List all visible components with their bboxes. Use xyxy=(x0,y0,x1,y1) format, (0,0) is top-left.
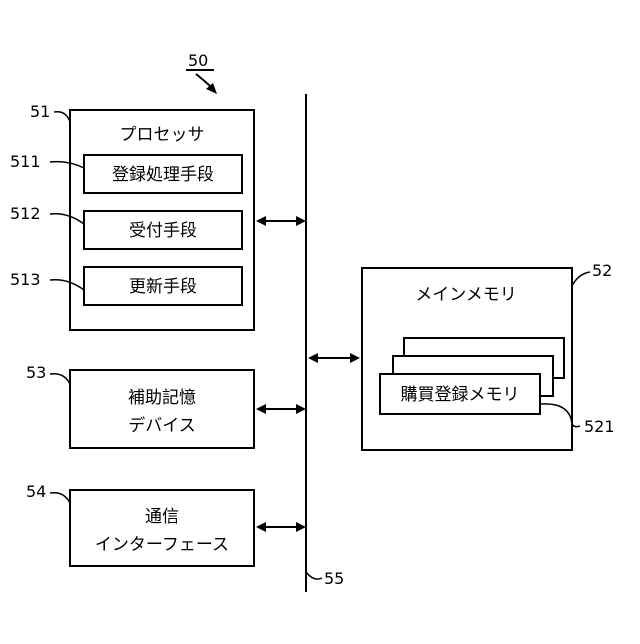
purchase-memory-ref: 521 xyxy=(584,417,615,436)
update-unit-ref: 513 xyxy=(10,270,41,289)
comm-interface-leader xyxy=(50,493,70,503)
main-memory-title: メインメモリ xyxy=(415,285,517,305)
processor-ref-leader xyxy=(54,112,70,122)
main-memory-leader xyxy=(572,272,590,286)
aux-storage-label-line1: 補助記憶 xyxy=(128,388,196,408)
system-ref-label: 50 xyxy=(188,51,208,70)
comm-interface-label-line1: 通信 xyxy=(145,507,179,527)
comm-interface-ref: 54 xyxy=(26,482,46,501)
update-unit-label: 更新手段 xyxy=(129,277,197,297)
purchase-memory-label: 購買登録メモリ xyxy=(401,385,520,405)
registration-unit-label: 登録処理手段 xyxy=(112,165,214,185)
bus-ref-label: 55 xyxy=(324,569,344,588)
processor-ref-label: 51 xyxy=(30,102,50,121)
registration-unit-ref: 511 xyxy=(10,152,41,171)
main-memory-ref: 52 xyxy=(592,261,612,280)
aux-storage-label-line2: デバイス xyxy=(128,415,196,436)
reception-unit-label: 受付手段 xyxy=(129,221,197,241)
aux-storage-box xyxy=(70,370,254,448)
processor-title: プロセッサ xyxy=(120,125,205,145)
bus-ref-leader xyxy=(306,572,322,579)
system-ref-arrow-shaft xyxy=(196,74,212,88)
aux-storage-leader xyxy=(50,374,70,384)
reception-unit-ref: 512 xyxy=(10,204,41,223)
aux-storage-ref: 53 xyxy=(26,363,46,382)
comm-interface-label-line2: インターフェース xyxy=(95,535,229,555)
